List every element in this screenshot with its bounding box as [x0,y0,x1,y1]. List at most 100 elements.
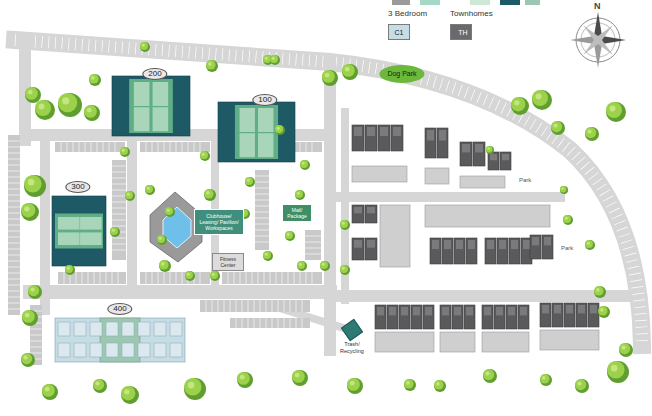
stall-line [112,220,126,221]
block [129,79,173,133]
tree [30,287,34,291]
tree [120,147,130,157]
tree [347,378,363,394]
stall-line [254,300,255,312]
tree [95,381,99,385]
tree [611,365,618,372]
stall-line [306,272,307,284]
stall-line [8,159,20,160]
tree [342,267,345,270]
tree [575,379,589,393]
tree [404,379,414,389]
stall-line [8,279,20,280]
tree [185,271,193,279]
tree [285,231,293,239]
tree [340,220,348,228]
stall-line [8,147,20,148]
tree [237,372,250,385]
pool [163,207,191,248]
legend-text: 3 Bedroom [388,9,427,18]
stall-line [30,347,42,348]
tree [210,271,218,279]
stall-line [260,300,261,312]
stall-line [112,226,126,227]
stall-line [272,300,273,312]
tree [110,227,118,235]
tree [560,186,566,192]
tree [487,147,489,149]
block [240,133,255,157]
road [30,285,330,299]
block [58,343,70,357]
stall-line [8,273,20,274]
stall-line [266,300,267,312]
tree [532,90,548,106]
block [462,144,470,152]
block [380,127,388,136]
block [399,305,410,329]
tree [93,379,104,390]
stall-line [206,300,207,312]
tree [295,373,300,378]
block [170,322,182,336]
block [222,272,322,284]
tree [124,389,129,394]
trash-enclosure: Trash/ Recycling [337,322,367,354]
block [122,322,134,336]
stall-line [146,272,147,284]
tree [62,97,69,104]
stall-line [255,182,269,183]
stall-line [112,208,126,209]
stall-line [200,142,201,152]
stall-line [100,272,101,284]
block [138,343,150,357]
building-number: 300 [65,181,90,193]
stall-line [112,250,126,251]
stall-line [8,261,20,262]
building-number: 400 [107,303,132,315]
stall-line [242,300,243,312]
block [100,318,140,362]
stall-line [8,213,20,214]
block [566,305,573,313]
tree [434,380,444,390]
tree [24,206,29,211]
block [367,207,375,213]
stall-line [246,272,247,284]
tree [21,353,35,367]
tree [206,191,210,195]
tree [24,175,46,197]
block [432,240,439,249]
tree [167,209,170,212]
tree [112,229,115,232]
block [508,307,515,315]
block [552,303,563,327]
tree [270,55,278,63]
stall-line [8,303,20,304]
tree [28,179,35,186]
tree [483,369,494,380]
tree [270,55,280,65]
tree [607,361,629,383]
block [456,240,463,249]
stall-line [152,272,153,284]
block [420,0,440,5]
block [466,238,477,264]
block [153,82,169,106]
stall-line [112,202,126,203]
block [367,127,375,136]
block [55,142,125,152]
tree [247,179,250,182]
block [466,307,473,315]
block [365,205,377,223]
tree [347,378,360,391]
tree [45,387,50,392]
tree [299,263,302,266]
tree [560,186,568,194]
stall-line [278,318,279,328]
block [576,303,587,327]
block [500,152,511,170]
block [138,322,150,336]
stall-line [254,318,255,328]
